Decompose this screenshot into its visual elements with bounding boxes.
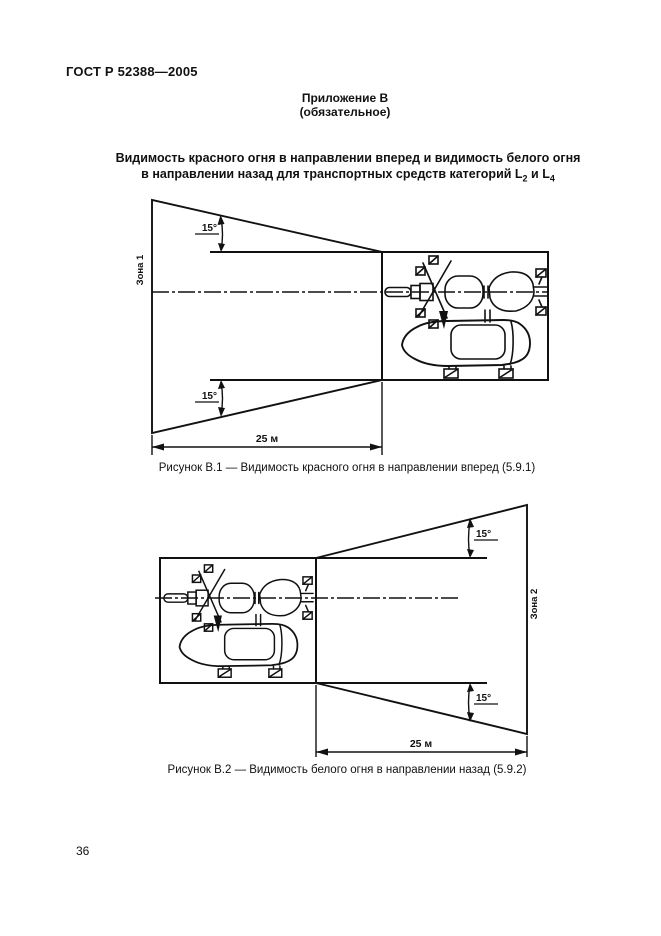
angle-annotation-top-2: 15°: [467, 518, 498, 558]
svg-text:15°: 15°: [476, 693, 491, 704]
vehicle-box-2: [159, 557, 317, 684]
dimension-25m-1: 25 м: [151, 382, 383, 455]
category-subscript: 4: [549, 173, 555, 184]
svg-text:25 м: 25 м: [410, 738, 433, 750]
document-code: ГОСТ Р 52388—2005: [66, 64, 198, 79]
angle-annotation-bottom-1: 15°: [195, 380, 225, 417]
section-title-line1: Видимость красного огня в направлении вп…: [115, 151, 581, 165]
dimension-25m-2: 25 м: [315, 685, 528, 757]
figure-b2-caption: Рисунок В.2 — Видимость белого огня в на…: [167, 764, 527, 776]
zone2-label: Зона 2: [529, 589, 540, 620]
annex-title: Приложение В: [301, 91, 389, 105]
svg-text:25 м: 25 м: [256, 433, 279, 445]
svg-text:15°: 15°: [202, 223, 217, 234]
motorcycle-with-sidecar-1: [384, 255, 548, 379]
motorcycle-with-sidecar-2: [163, 564, 314, 679]
zone2-cone-outline: [315, 503, 528, 736]
svg-text:15°: 15°: [202, 391, 217, 402]
section-title-line2: в направлении назад для транспортных сре…: [141, 167, 555, 184]
page-number: 36: [76, 844, 90, 858]
annex-subtitle: (обязательное): [299, 105, 391, 119]
zone1-label: Зона 1: [135, 254, 146, 285]
svg-text:15°: 15°: [476, 529, 491, 540]
vehicle-box-1: [381, 251, 549, 381]
annex-heading: Приложение В (обязательное): [300, 91, 391, 119]
figure-b1-diagram: 15° 15° 25 м Зона 1: [135, 198, 549, 455]
figure-b1-caption: Рисунок В.1 — Видимость красного огня в …: [158, 462, 536, 474]
angle-annotation-bottom-2: 15°: [467, 683, 498, 722]
angle-annotation-top-1: 15°: [195, 215, 225, 252]
figure-b2-diagram: 15° 15° 25 м Зона 2: [155, 503, 540, 757]
zone1-cone-outline: [151, 198, 383, 435]
category-subscript: 2: [522, 173, 528, 184]
section-title: Видимость красного огня в направлении вп…: [116, 150, 581, 187]
